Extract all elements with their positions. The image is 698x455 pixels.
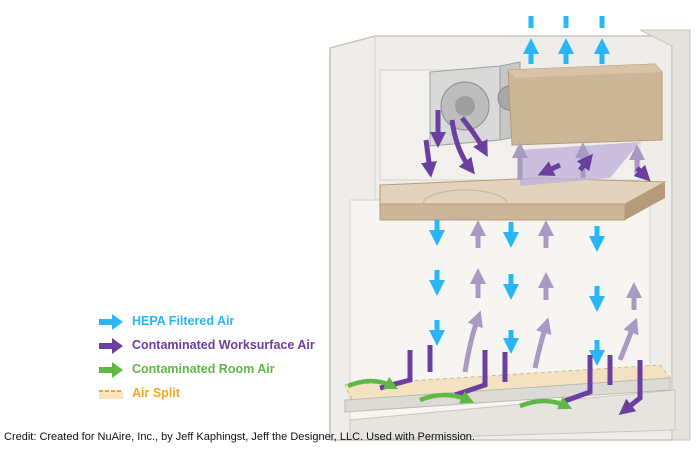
contaminated-room-air-arrows	[347, 376, 573, 410]
legend-item-room-air: Contaminated Room Air	[98, 360, 338, 384]
exhaust-filter	[507, 63, 663, 146]
green-arrow-icon	[99, 362, 123, 378]
legend: HEPA Filtered Air Contaminated Worksurfa…	[98, 312, 338, 408]
legend-label: Contaminated Room Air	[132, 362, 275, 376]
legend-item-hepa: HEPA Filtered Air	[98, 312, 338, 336]
legend-item-worksurface: Contaminated Worksurface Air	[98, 336, 338, 360]
legend-label: HEPA Filtered Air	[132, 314, 235, 328]
legend-label: Air Split	[132, 386, 180, 400]
hepa-filtered-air-arrows	[428, 16, 611, 367]
legend-label: Contaminated Worksurface Air	[132, 338, 315, 352]
purple-arrow-icon	[99, 338, 123, 354]
blue-arrow-icon	[99, 314, 123, 330]
dashed-orange-icon	[99, 390, 123, 399]
credit-text: Credit: Created for NuAire, Inc., by Jef…	[4, 431, 475, 443]
legend-item-air-split: Air Split	[98, 384, 338, 408]
supply-filter	[379, 177, 667, 221]
